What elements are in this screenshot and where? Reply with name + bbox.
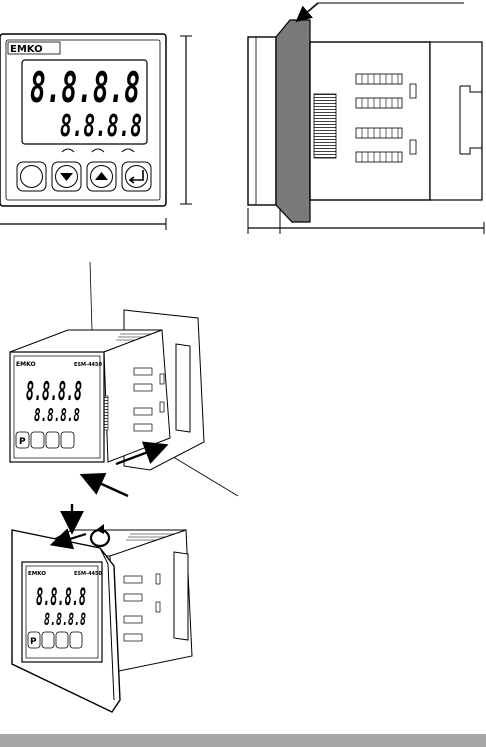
- iso1-leader-top: [89, 261, 93, 331]
- iso1-display-top: 8.8.8.8: [26, 377, 82, 407]
- iso1-key-p[interactable]: [15, 431, 30, 449]
- enter-arrow-icon: [128, 170, 144, 184]
- arrow-down-icon: [60, 173, 73, 181]
- increment-button-ring: [90, 165, 113, 188]
- display-top-value: 8.8.8.8: [30, 63, 140, 112]
- iso2-panel-bend: [99, 547, 115, 701]
- iso2-key-p[interactable]: [27, 631, 41, 649]
- iso2-slide-arrow: [49, 528, 87, 550]
- front-view: EMKO 8.8.8.8 8.8.8.8: [0, 33, 192, 230]
- iso2-rotate-arrow: [96, 524, 104, 534]
- side-view: [247, 2, 485, 234]
- iso2-rear-clamp: [173, 551, 189, 641]
- iso1-clamp-arrow: [115, 441, 169, 466]
- iso2-brand: EMKO: [28, 571, 46, 577]
- iso1-side-latch-2: [159, 401, 165, 413]
- bottom-divider-bar: [0, 734, 486, 747]
- vent-row-3: [355, 127, 403, 139]
- arrow-up-icon: [95, 172, 108, 180]
- iso2-key-p-label: P: [30, 637, 37, 647]
- gasket-leader-arrow: [295, 2, 319, 23]
- iso1-display-bottom: 8.8.8.8: [34, 405, 80, 426]
- vent-row-1: [355, 73, 403, 85]
- iso1-rear-clamp: [175, 343, 191, 433]
- vent-dividers: [361, 74, 399, 162]
- side-rear: [429, 41, 483, 201]
- iso1-key-up[interactable]: [45, 431, 60, 449]
- brand-logo: EMKO: [10, 44, 43, 55]
- vent-row-4: [355, 151, 403, 163]
- iso2-display-top: 8.8.8.8: [36, 583, 86, 611]
- side-latch-2: [409, 139, 417, 155]
- iso1-front-inner: [13, 355, 101, 459]
- iso-view-remove: EMKO ESM-4450 8.8.8.8 8.8.8.8 P: [11, 504, 193, 713]
- side-ribs: [313, 93, 337, 159]
- iso2-key-down[interactable]: [41, 631, 55, 649]
- iso1-body-side: [103, 329, 171, 463]
- iso1-key-set[interactable]: [60, 431, 75, 449]
- key-connector-1: [61, 148, 75, 153]
- iso2-side-latch-1: [155, 573, 161, 585]
- iso1-key-p-label: P: [19, 437, 26, 447]
- iso1-brand: EMKO: [16, 361, 36, 368]
- iso2-key-up[interactable]: [55, 631, 69, 649]
- iso1-key-down[interactable]: [30, 431, 45, 449]
- vent-row-2: [355, 97, 403, 109]
- front-inner-frame: [5, 39, 161, 201]
- iso1-model: ESM-4450: [74, 362, 103, 368]
- key-connector-2: [91, 148, 105, 153]
- program-button-ring: [20, 165, 43, 188]
- display-window: [21, 59, 148, 145]
- side-bezel: [247, 36, 277, 206]
- side-latch-1: [409, 83, 417, 99]
- iso2-key-set[interactable]: [69, 631, 83, 649]
- iso2-display-bottom: 8.8.8.8: [44, 610, 86, 630]
- iso1-leader-bottom: [169, 454, 239, 497]
- display-bottom-value: 8.8.8.8: [60, 109, 142, 144]
- iso2-side-latch-2: [155, 601, 161, 613]
- enter-button-ring: [125, 165, 148, 188]
- iso2-side-vents: [123, 575, 143, 642]
- rear-clip-bottom: [460, 147, 482, 155]
- program-button[interactable]: [16, 161, 47, 192]
- brand-logo-box: [7, 41, 61, 55]
- iso1-side-latch-1: [159, 373, 165, 385]
- iso1-insert-arrow: [79, 473, 129, 498]
- panel-gasket: [275, 19, 311, 223]
- rear-clip-top: [460, 85, 482, 93]
- key-connector-3: [121, 148, 135, 153]
- decrement-button-ring: [55, 165, 78, 188]
- iso2-model: ESM-4450: [74, 571, 103, 577]
- iso1-side-vents: [133, 367, 153, 432]
- enter-button[interactable]: [121, 161, 152, 192]
- iso-view-insert: EMKO ESM-4450 8.8.8.8 8.8.8.8 P: [9, 261, 239, 498]
- iso2-front-inner: [25, 565, 99, 659]
